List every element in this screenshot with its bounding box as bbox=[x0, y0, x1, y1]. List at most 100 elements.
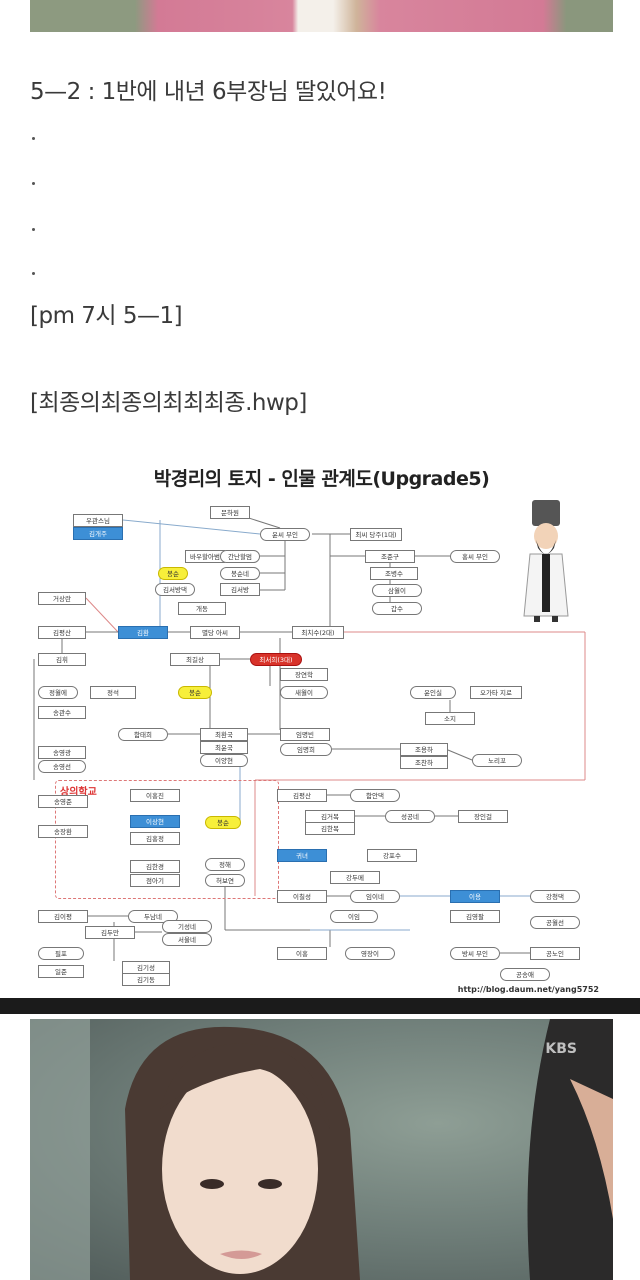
diagram-node: 문하원 bbox=[210, 506, 250, 519]
diagram-node: 강두메 bbox=[330, 871, 380, 884]
diagram-node: 점아기 bbox=[130, 874, 180, 887]
character-relationship-diagram: 박경리의 토지 - 인물 관계도(Upgrade5) 상의학교 http://b… bbox=[30, 450, 613, 998]
diagram-node: 김이평 bbox=[38, 910, 88, 923]
diagram-node: 송영광 bbox=[38, 746, 86, 759]
diagram-node: 김한경 bbox=[130, 860, 180, 873]
diagram-node: 갑수 bbox=[372, 602, 422, 615]
diagram-node: 오가타 지로 bbox=[470, 686, 522, 699]
diagram-node: 서울네 bbox=[162, 933, 212, 946]
diagram-node: 김기동 bbox=[122, 973, 170, 986]
diagram-node: 임이네 bbox=[350, 890, 400, 903]
diagram-node: 소지 bbox=[425, 712, 475, 725]
relationship-line bbox=[85, 597, 119, 633]
diagram-node: 최치수(2대) bbox=[292, 626, 344, 639]
diagram-node: 김평산 bbox=[38, 626, 86, 639]
diagram-node: 홍씨 부인 bbox=[450, 550, 500, 563]
school-group-label: 상의학교 bbox=[60, 787, 97, 798]
diagram-node: 봉순네 bbox=[220, 567, 260, 580]
diagram-node: 이용 bbox=[450, 890, 500, 903]
diagram-node: 김서방댁 bbox=[155, 583, 195, 596]
diagram-node: 윤씨 부인 bbox=[260, 528, 310, 541]
diagram-node: 성공네 bbox=[385, 810, 435, 823]
diagram-node: 정해 bbox=[205, 858, 245, 871]
diagram-node: 조준구 bbox=[365, 550, 415, 563]
diagram-node: 봉순 bbox=[158, 567, 188, 580]
diagram-node: 정석 bbox=[90, 686, 136, 699]
top-photo bbox=[30, 0, 613, 32]
diagram-node: 최씨 당주(1대) bbox=[350, 528, 402, 541]
diagram-node: 간난할멈 bbox=[220, 550, 260, 563]
diagram-node: 송관수 bbox=[38, 706, 86, 719]
diagram-node: 임명빈 bbox=[280, 728, 330, 741]
post-line-class-note: 5—2 : 1반에 내년 6부장님 딸있어요! bbox=[30, 79, 387, 105]
diagram-node: 함태희 bbox=[118, 728, 168, 741]
diagram-node: 최환국 bbox=[200, 728, 248, 741]
diagram-node: 이칠성 bbox=[277, 890, 327, 903]
diagram-node: 공송애 bbox=[500, 968, 550, 981]
source-url[interactable]: http://blog.daum.net/yang5752 bbox=[457, 985, 599, 994]
diagram-node: 우관스님 bbox=[73, 514, 123, 527]
diagram-node: 임명희 bbox=[280, 743, 332, 756]
dot-separator bbox=[32, 182, 35, 185]
diagram-node: 최길상 bbox=[170, 653, 220, 666]
diagram-node: 김개주 bbox=[73, 527, 123, 540]
diagram-node: 허보연 bbox=[205, 874, 245, 887]
dot-separator bbox=[32, 272, 35, 275]
diagram-node: 봉순 bbox=[205, 816, 241, 829]
diagram-node: 정월에 bbox=[38, 686, 78, 699]
diagram-node: 귀녀 bbox=[277, 849, 327, 862]
drama-still-photo: KBS bbox=[30, 1019, 613, 1280]
diagram-node: 두남네 bbox=[128, 910, 178, 923]
diagram-title: 박경리의 토지 - 인물 관계도(Upgrade5) bbox=[153, 468, 490, 490]
diagram-node: 조용하 bbox=[400, 743, 448, 756]
diagram-node: 공월선 bbox=[530, 916, 580, 929]
diagram-node: 이홍진 bbox=[130, 789, 180, 802]
diagram-node: 윤인실 bbox=[410, 686, 456, 699]
diagram-node: 최윤국 bbox=[200, 741, 248, 754]
diagram-node: 이홍 bbox=[277, 947, 327, 960]
woman-portrait-illustration bbox=[30, 1019, 613, 1280]
diagram-node: 장연학 bbox=[280, 668, 328, 681]
diagram-node: 김한복 bbox=[305, 822, 355, 835]
diagram-node: 송장환 bbox=[38, 825, 88, 838]
diagram-node: 김두만 bbox=[85, 926, 135, 939]
diagram-node: 이임 bbox=[330, 910, 378, 923]
diagram-node: 김홍정 bbox=[130, 832, 180, 845]
diagram-node: 함안댁 bbox=[350, 789, 400, 802]
diagram-node: 새월이 bbox=[280, 686, 328, 699]
diagram-node: 일준 bbox=[38, 965, 84, 978]
diagram-node: 송영선 bbox=[38, 760, 86, 773]
diagram-node: 개동 bbox=[178, 602, 226, 615]
dot-separator bbox=[32, 137, 35, 140]
diagram-node: 노리꼬 bbox=[472, 754, 522, 767]
diagram-node: 김평산 bbox=[277, 789, 327, 802]
separator-bar bbox=[0, 998, 640, 1014]
diagram-node: 삼월이 bbox=[372, 584, 422, 597]
diagram-node: 김환 bbox=[118, 626, 168, 639]
diagram-node: 필포 bbox=[38, 947, 84, 960]
diagram-node: 김휘 bbox=[38, 653, 86, 666]
diagram-node: 강포수 bbox=[367, 849, 417, 862]
diagram-node: 조찬하 bbox=[400, 756, 448, 769]
diagram-node: 이상현 bbox=[130, 815, 180, 828]
diagram-node: 강청댁 bbox=[530, 890, 580, 903]
diagram-node: 방씨 부인 bbox=[450, 947, 500, 960]
school-group-frame bbox=[55, 780, 279, 899]
diagram-node: 공노인 bbox=[530, 947, 580, 960]
diagram-node: 조병수 bbox=[370, 567, 418, 580]
diagram-node: 장인걸 bbox=[458, 810, 508, 823]
post-line-time: [pm 7시 5—1] bbox=[30, 303, 183, 329]
scholar-character-illustration bbox=[523, 500, 569, 622]
diagram-node: 기성네 bbox=[162, 920, 212, 933]
diagram-node: 바우할아범 bbox=[185, 550, 225, 563]
dot-separator bbox=[32, 228, 35, 231]
diagram-node: 거상란 bbox=[38, 592, 86, 605]
relationship-line bbox=[122, 519, 261, 535]
diagram-node: 최서희(3대) bbox=[250, 653, 302, 666]
diagram-node: 봉순 bbox=[178, 686, 212, 699]
diagram-node: 별당 아씨 bbox=[190, 626, 240, 639]
diagram-node: 영장이 bbox=[345, 947, 395, 960]
relationship-line bbox=[447, 749, 473, 761]
diagram-node: 김서방 bbox=[220, 583, 260, 596]
post-line-filename: [최종의최종의최최최종.hwp] bbox=[30, 390, 307, 416]
